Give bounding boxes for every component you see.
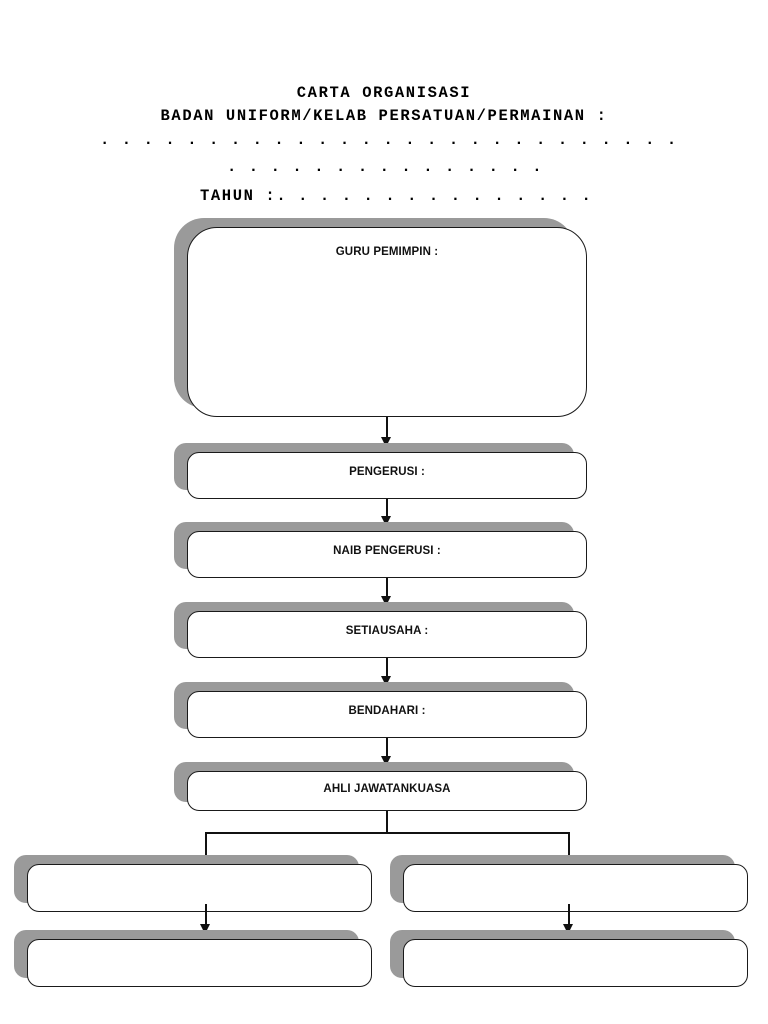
node-member-right-1[interactable]	[390, 855, 748, 912]
connector-ahli-stem	[386, 811, 388, 833]
node-face[interactable]	[403, 864, 748, 912]
node-face[interactable]	[27, 864, 372, 912]
connector-branch-right	[568, 832, 570, 860]
node-face[interactable]: NAIB PENGERUSI :	[187, 531, 587, 578]
connector-member-left-1-to-2	[205, 904, 207, 928]
arrow-bendahari-to-ahli	[381, 756, 391, 766]
connector-naib-to-setiausaha	[386, 578, 388, 599]
arrow-setiausaha-to-bendahari	[381, 676, 391, 686]
node-label-bendahari: BENDAHARI :	[348, 705, 426, 717]
node-face[interactable]: PENGERUSI :	[187, 452, 587, 499]
node-naib-pengerusi[interactable]: NAIB PENGERUSI :	[174, 522, 587, 578]
node-member-left-2[interactable]	[14, 930, 372, 987]
node-member-left-1[interactable]	[14, 855, 372, 912]
arrow-member-left-1-to-2	[200, 924, 210, 934]
node-face[interactable]: BENDAHARI :	[187, 691, 587, 738]
page-title: CARTA ORGANISASI	[296, 84, 472, 102]
arrow-naib-to-setiausaha	[381, 596, 391, 606]
node-face[interactable]	[403, 939, 748, 987]
node-member-right-2[interactable]	[390, 930, 748, 987]
node-pengerusi[interactable]: PENGERUSI :	[174, 443, 587, 499]
node-label-ahli-jawatankuasa: AHLI JAWATANKUASA	[323, 783, 451, 795]
fill-in-line-2[interactable]: . . . . . . . . . . . . . . . . . . . . …	[227, 158, 539, 176]
node-label-pengerusi: PENGERUSI :	[349, 466, 425, 478]
fill-in-line-1[interactable]: . . . . . . . . . . . . . . . . . . . . …	[100, 131, 678, 149]
node-setiausaha[interactable]: SETIAUSAHA :	[174, 602, 587, 658]
node-ahli-jawatankuasa[interactable]: AHLI JAWATANKUASA	[174, 762, 587, 811]
node-bendahari[interactable]: BENDAHARI :	[174, 682, 587, 738]
connector-setiausaha-to-bendahari	[386, 658, 388, 679]
node-label-naib-pengerusi: NAIB PENGERUSI :	[333, 545, 441, 557]
node-face[interactable]: AHLI JAWATANKUASA	[187, 771, 587, 811]
connector-branch-left	[205, 832, 207, 860]
page-subtitle: BADAN UNIFORM/KELAB PERSATUAN/PERMAINAN …	[160, 107, 608, 125]
connector-pengerusi-to-naib	[386, 499, 388, 520]
node-label-guru-pemimpin: GURU PEMIMPIN :	[335, 246, 439, 258]
arrow-member-right-1-to-2	[563, 924, 573, 934]
arrow-guru-to-pengerusi	[381, 437, 391, 447]
year-fill-in-line[interactable]: . . . . . . . . . . . . . . . . . . . . …	[276, 187, 593, 205]
connector-bendahari-to-ahli	[386, 738, 388, 760]
node-face[interactable]	[27, 939, 372, 987]
year-label: TAHUN :	[200, 187, 277, 205]
connector-member-right-1-to-2	[568, 904, 570, 928]
year-row: TAHUN :. . . . . . . . . . . . . . . . .…	[200, 186, 600, 208]
node-label-setiausaha: SETIAUSAHA :	[345, 625, 429, 637]
arrow-pengerusi-to-naib	[381, 516, 391, 526]
connector-ahli-crossbar	[205, 832, 570, 834]
connector-guru-to-pengerusi	[386, 417, 388, 441]
node-face[interactable]: GURU PEMIMPIN :	[187, 227, 587, 417]
node-face[interactable]: SETIAUSAHA :	[187, 611, 587, 658]
node-guru-pemimpin[interactable]: GURU PEMIMPIN :	[174, 218, 587, 417]
